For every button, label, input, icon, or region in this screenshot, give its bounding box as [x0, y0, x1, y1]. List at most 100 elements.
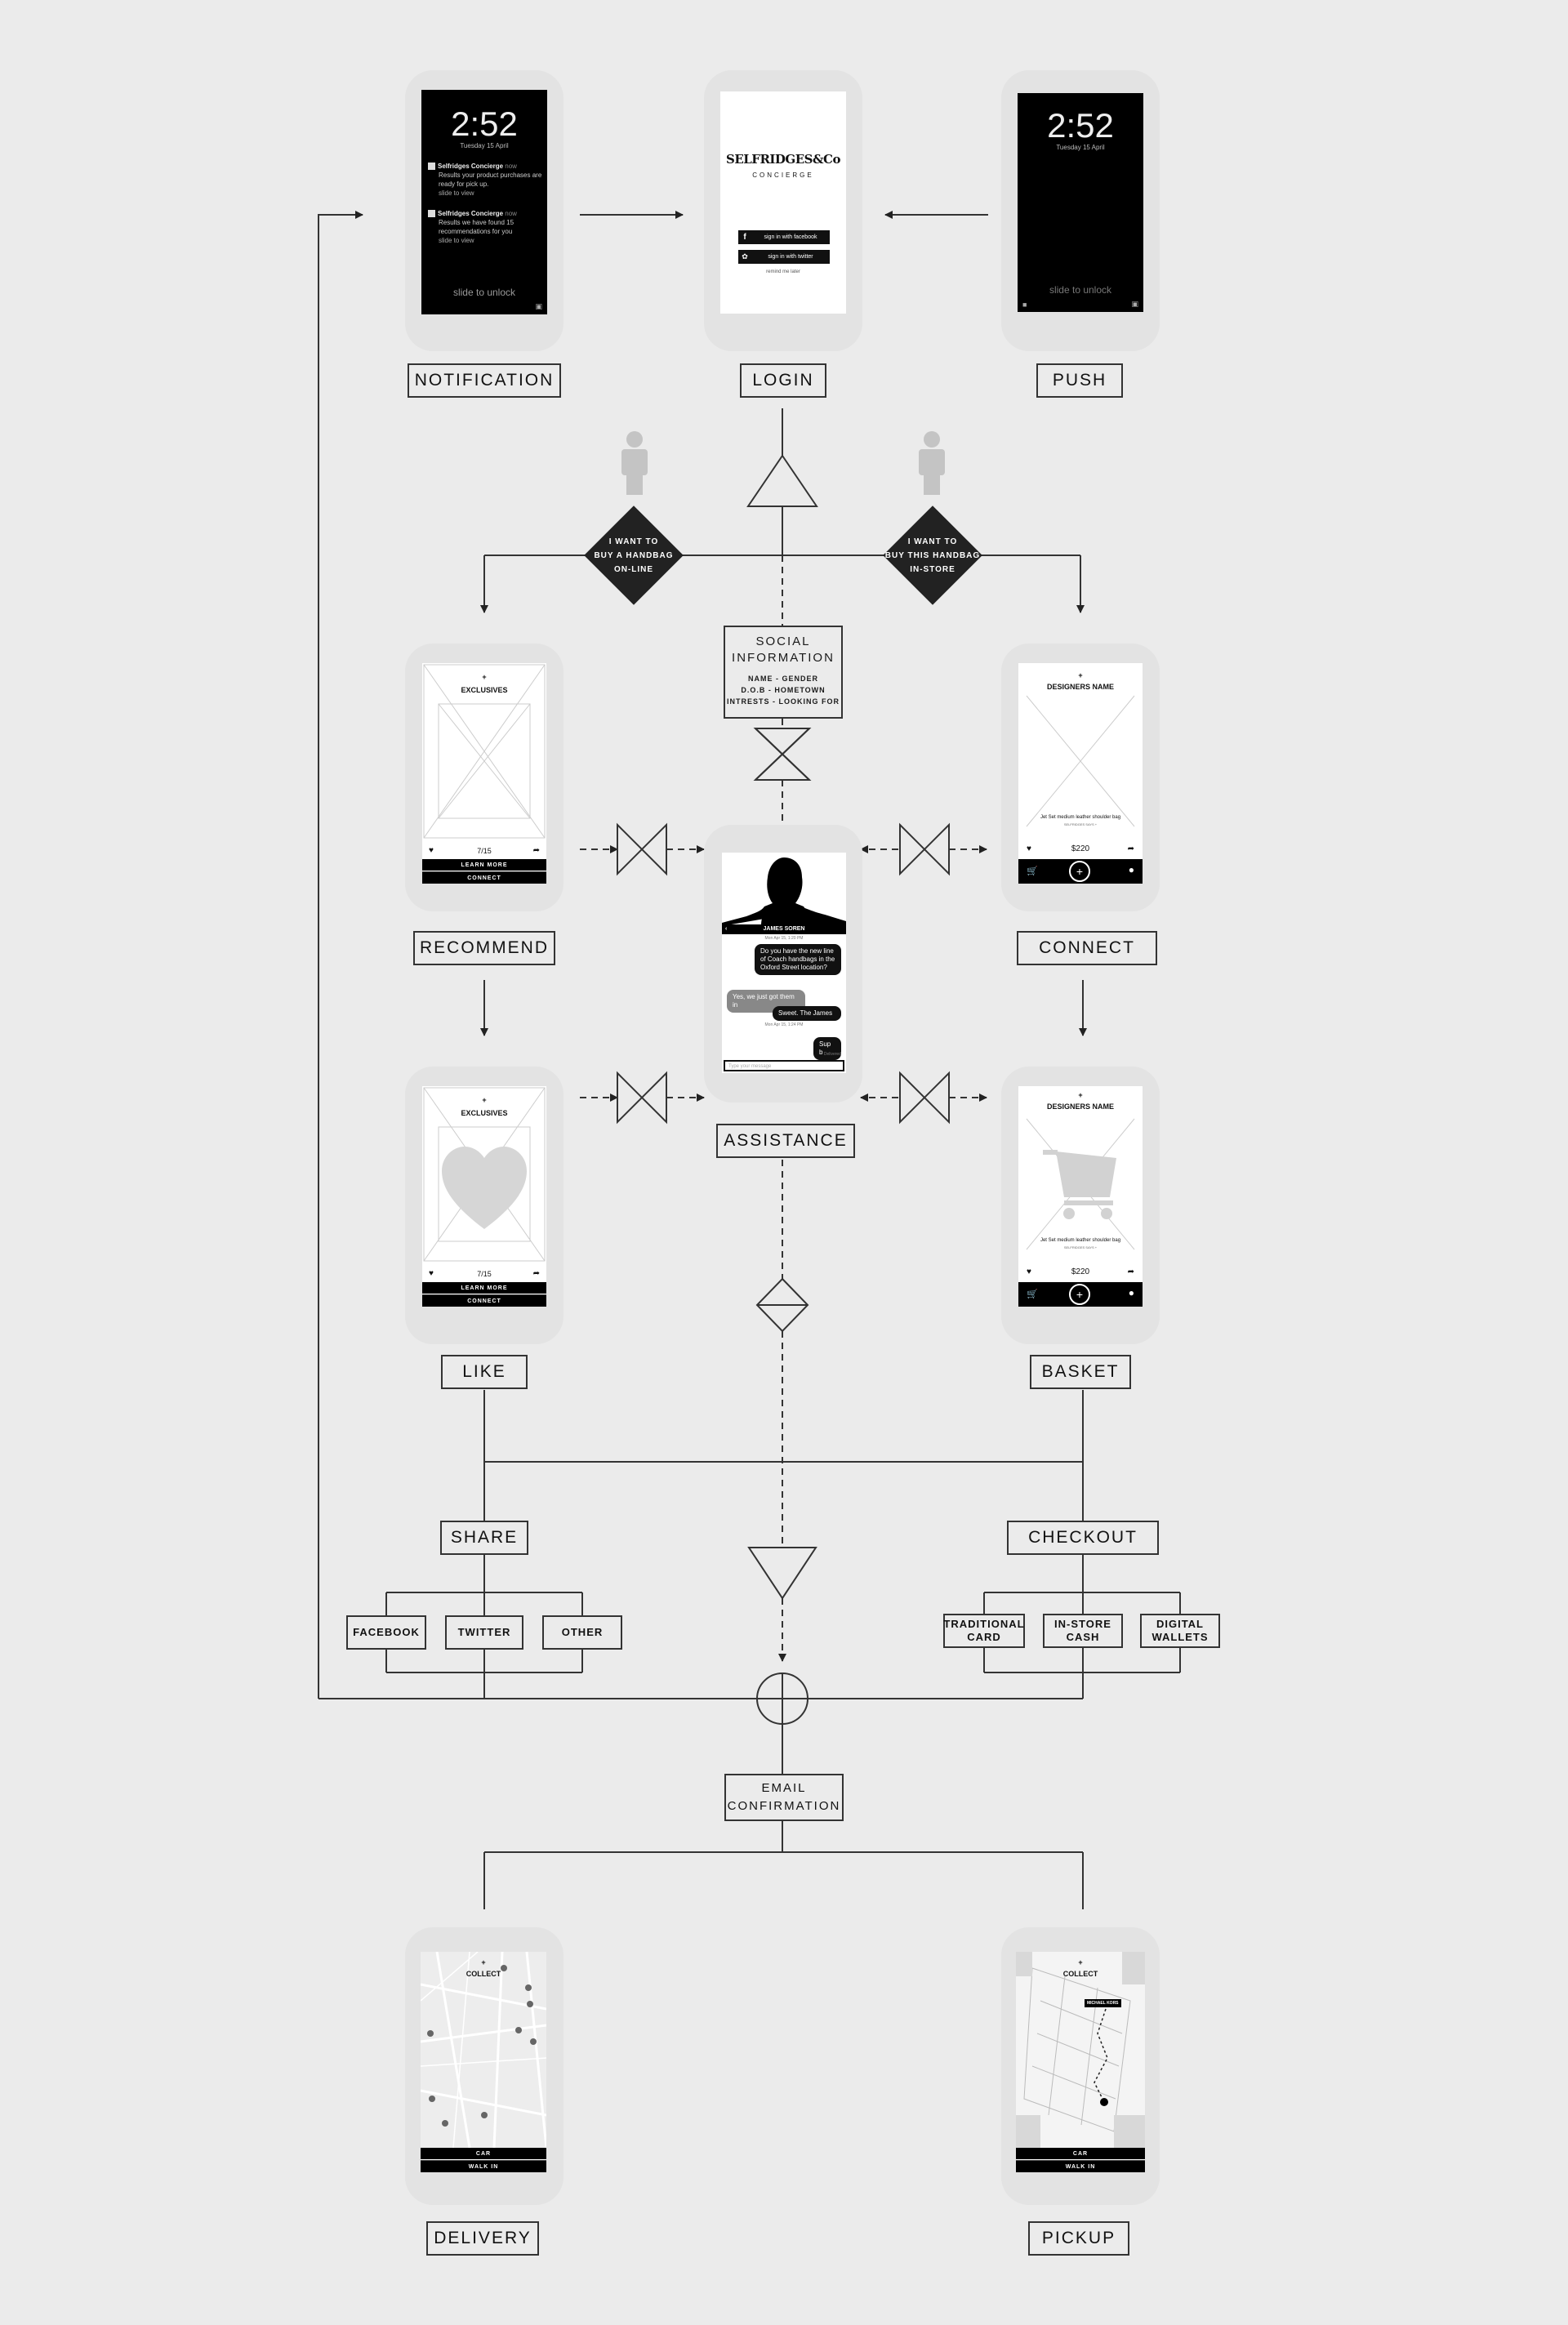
twitter-login-label: sign in with twitter — [768, 254, 813, 260]
app-icon — [428, 163, 435, 171]
plus-icon[interactable]: + — [481, 1958, 486, 1966]
back-icon[interactable]: ‹ — [725, 926, 728, 932]
notification-item-1[interactable]: Selfridges Concierge now Results your pr… — [428, 162, 542, 198]
profile-icon[interactable]: ● — [1128, 1287, 1134, 1298]
camera-icon[interactable]: ▣ — [535, 302, 542, 310]
chat-contact-name: JAMES SOREN — [763, 926, 805, 932]
label-checkout: CHECKOUT — [1007, 1521, 1159, 1555]
connect-button[interactable]: CONNECT — [422, 871, 546, 884]
street-map[interactable] — [421, 1952, 546, 2148]
plus-icon[interactable]: + — [482, 1096, 487, 1104]
chat-message-outgoing-3: Sup b — [813, 1037, 841, 1060]
notif-ago-2: now — [505, 210, 517, 217]
checkout-option-card: TRADITIONAL CARD — [943, 1614, 1025, 1648]
heart-icon[interactable]: ♥ — [429, 1269, 434, 1278]
facebook-icon: f — [743, 233, 746, 242]
heart-icon[interactable]: ♥ — [1027, 1267, 1031, 1276]
social-fields: NAME - GENDER D.O.B - HOMETOWN INTRESTS … — [727, 675, 840, 706]
car-button[interactable]: CAR — [421, 2148, 546, 2159]
social-information-box: SOCIAL INFORMATION NAME - GENDER D.O.B -… — [724, 626, 843, 719]
connect-button[interactable]: CONNECT — [422, 1294, 546, 1307]
lock-time: 2:52 — [451, 105, 518, 143]
walk-in-button[interactable]: WALK IN — [1016, 2160, 1145, 2172]
plus-icon[interactable]: + — [1078, 1091, 1083, 1099]
phone-notification: 2:52 Tuesday 15 April Selfridges Concier… — [405, 70, 564, 351]
facebook-login-button[interactable]: f sign in with facebook — [738, 230, 830, 244]
remind-later-link[interactable]: remind me later — [766, 269, 800, 274]
push-screen[interactable]: 2:52 Tuesday 15 April slide to unlock ■ … — [1018, 93, 1143, 312]
phone-delivery: + COLLECT CAR WALK IN — [405, 1927, 564, 2205]
plus-icon[interactable]: + — [482, 673, 487, 681]
chat-timestamp-1: Mon Apr 15, 1:20 PM — [764, 936, 804, 941]
notification-item-2[interactable]: Selfridges Concierge now Results we have… — [428, 209, 542, 245]
connect-tab-bar: 🛒 + ● — [1018, 859, 1143, 884]
delivery-heading: COLLECT — [466, 1970, 501, 1978]
pickup-screen: + COLLECT MICHAEL KORS CAR WALK IN — [1016, 1952, 1145, 2172]
label-share: SHARE — [440, 1521, 528, 1555]
phone-connect: + DESIGNERS NAME Jet Set medium leather … — [1001, 644, 1160, 911]
share-icon[interactable]: ➦ — [1127, 844, 1134, 853]
label-notification: NOTIFICATION — [408, 363, 561, 398]
walk-in-button[interactable]: WALK IN — [421, 2160, 546, 2172]
label-assistance: ASSISTANCE — [716, 1124, 855, 1158]
twitter-login-button[interactable]: ✿ sign in with twitter — [738, 250, 830, 264]
person-instore-icon — [919, 431, 945, 495]
slide-to-unlock[interactable]: slide to unlock — [1049, 284, 1112, 296]
heart-icon[interactable]: ♥ — [1027, 844, 1031, 853]
connect-product-name: Jet Set medium leather shoulder bag — [1040, 815, 1121, 820]
store-tag: MICHAEL KORS — [1085, 1999, 1121, 2007]
facebook-login-label: sign in with facebook — [764, 234, 817, 240]
twitter-icon: ✿ — [742, 252, 748, 261]
label-delivery: DELIVERY — [426, 2221, 539, 2256]
heart-icon[interactable]: ♥ — [429, 846, 434, 855]
notif-action-1: slide to view — [439, 189, 474, 197]
wireframe-placeholder-image — [1026, 1118, 1135, 1250]
camera-icon[interactable]: ▣ — [1131, 300, 1138, 308]
cart-large-icon — [1043, 1150, 1116, 1219]
flashlight-icon[interactable]: ■ — [1022, 301, 1027, 309]
concierge-subtitle: CONCIERGE — [752, 171, 814, 179]
label-connect: CONNECT — [1017, 931, 1157, 965]
share-icon[interactable]: ➦ — [532, 1269, 540, 1278]
recommend-counter: 7/15 — [477, 847, 492, 855]
plus-icon[interactable]: + — [1078, 671, 1083, 679]
learn-more-button[interactable]: LEARN MORE — [422, 859, 546, 871]
phone-assistance: ‹JAMES SOREN Mon Apr 15, 1:20 PM Do you … — [704, 825, 862, 1102]
target-icon[interactable]: + — [1069, 1284, 1090, 1305]
map-pin-icons — [427, 1965, 537, 2127]
contact-photo-silhouette — [722, 853, 846, 926]
basket-retailer: SELFRIDGES SAYS + — [1063, 1245, 1098, 1249]
label-recommend: RECOMMEND — [413, 931, 555, 965]
decision-instore: I WANT TO BUY THIS HANDBAG IN-STORE — [883, 506, 982, 605]
decision-online-text: I WANT TO BUY A HANDBAG ON-LINE — [594, 537, 674, 574]
plus-icon[interactable]: + — [1078, 1958, 1083, 1966]
wireframe-placeholder-image — [423, 1087, 546, 1262]
target-icon[interactable]: + — [1069, 861, 1090, 882]
share-icon[interactable]: ➦ — [532, 846, 540, 855]
profile-icon[interactable]: ● — [1128, 864, 1134, 875]
notif-text-2: Results we have found 15 recommendations… — [439, 219, 514, 235]
chat-message-outgoing-2: Sweet. The James — [773, 1006, 841, 1021]
notification-screen[interactable]: 2:52 Tuesday 15 April Selfridges Concier… — [421, 90, 547, 314]
share-icon[interactable]: ➦ — [1127, 1267, 1134, 1276]
phone-push: 2:52 Tuesday 15 April slide to unlock ■ … — [1001, 70, 1160, 351]
phone-recommend: + EXCLUSIVES ♥ 7/15 ➦ LEARN MORE CONNECT — [405, 644, 564, 911]
car-button[interactable]: CAR — [1016, 2148, 1145, 2159]
cart-icon[interactable]: 🛒 — [1027, 1289, 1038, 1299]
cart-icon[interactable]: 🛒 — [1027, 866, 1038, 876]
label-like: LIKE — [441, 1355, 528, 1389]
slide-to-unlock[interactable]: slide to unlock — [452, 287, 516, 298]
label-login: LOGIN — [740, 363, 826, 398]
connect-price: $220 — [1071, 844, 1090, 853]
connect-heading: DESIGNERS NAME — [1046, 683, 1114, 691]
chat-message-input[interactable]: Type your message — [724, 1060, 844, 1071]
store-floor-plan[interactable] — [1016, 1952, 1145, 2148]
like-counter: 7/15 — [477, 1270, 492, 1278]
learn-more-button[interactable]: LEARN MORE — [422, 1282, 546, 1294]
phone-like: + EXCLUSIVES ♥ 7/15 ➦ LEARN MORE CONNECT — [405, 1067, 564, 1344]
lock-date: Tuesday 15 April — [460, 142, 509, 149]
wireframe-placeholder-image — [1026, 695, 1135, 827]
